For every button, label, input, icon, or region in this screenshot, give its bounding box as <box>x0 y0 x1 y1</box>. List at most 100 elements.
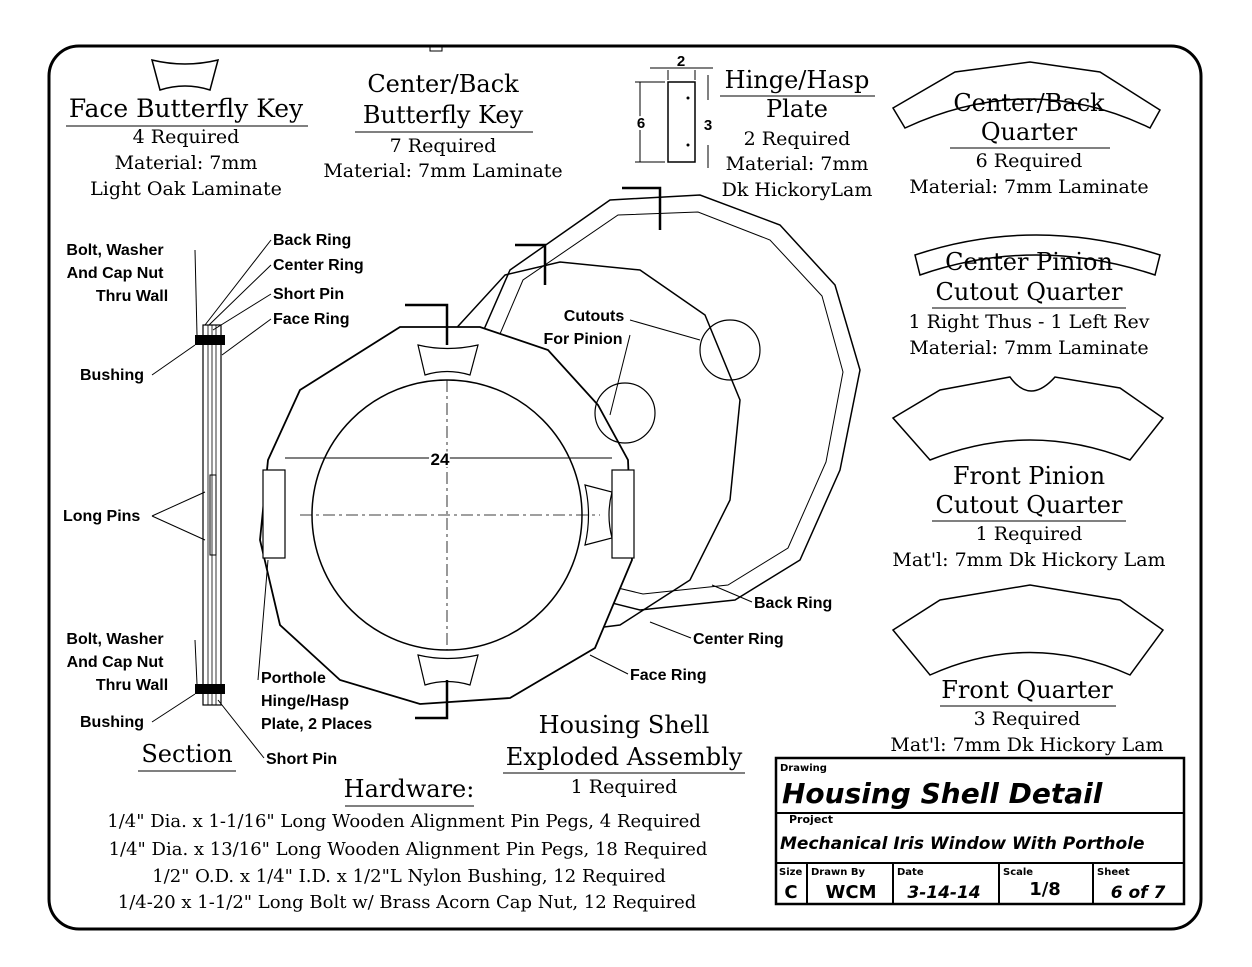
assembly-key-bottom <box>417 654 479 686</box>
hardware-title: Hardware: <box>344 775 475 803</box>
fpq-title: Front Pinion <box>953 462 1105 490</box>
face-butterfly-key: Face Butterfly Key 4 Required Material: … <box>66 58 308 200</box>
hinge-dim-height: 6 <box>637 115 645 132</box>
front-quarter: Front Quarter 3 Required Mat'l: 7mm Dk H… <box>890 584 1165 756</box>
fpq-material: Mat'l: 7mm Dk Hickory Lam <box>892 549 1165 571</box>
cpq-material: Material: 7mm Laminate <box>909 337 1148 359</box>
tb-size: C <box>784 882 797 903</box>
face-key-material: Material: 7mm <box>115 152 258 174</box>
center-key-material: Material: 7mm Laminate <box>323 160 562 182</box>
center-pinion-shape <box>914 234 1161 276</box>
tb-sheet-label: Sheet <box>1097 867 1130 878</box>
face-key-qty: 4 Required <box>133 126 240 148</box>
fpq-qty: 1 Required <box>976 523 1083 545</box>
center-key-title-2: Butterfly Key <box>363 101 524 129</box>
tb-scale-label: Scale <box>1003 867 1033 878</box>
front-pinion-shape <box>891 376 1165 461</box>
center-pinion-quarter: Center Pinion Cutout Quarter 1 Right Thu… <box>909 234 1161 359</box>
hinge-hasp-plate: 2 6 3 Hinge/Hasp Plate 2 Required Materi… <box>635 53 875 201</box>
tb-date-label: Date <box>897 867 924 878</box>
section-bolt-bottom-1: Bolt, Washer <box>66 631 163 648</box>
title-block: Drawing Housing Shell Detail Project Mec… <box>774 756 1186 906</box>
section-view: Bolt, Washer And Cap Nut Thru Wall Back … <box>63 232 364 772</box>
assembly-dimension: 24 <box>431 450 450 469</box>
hinge-dim-center: 3 <box>704 117 712 134</box>
top-bolt <box>195 335 225 345</box>
center-back-quarter: Center/Back Quarter 6 Required Material:… <box>891 61 1161 198</box>
assembly-porthole-1: Porthole <box>261 670 326 687</box>
exploded-assembly: 24 Cutouts For Pinion Back Ring Center R… <box>257 186 861 798</box>
tb-project-label: Project <box>789 813 833 826</box>
hinge-material-2: Dk HickoryLam <box>722 179 873 201</box>
section-title: Section <box>141 740 232 768</box>
hinge-plate-shape <box>667 81 696 163</box>
assembly-porthole-2: Hinge/Hasp <box>261 693 349 710</box>
face-key-shape <box>150 58 220 91</box>
fq-title: Front Quarter <box>941 676 1113 704</box>
fq-qty: 3 Required <box>974 708 1081 730</box>
section-bolt-top-3: Thru Wall <box>96 288 168 305</box>
tb-date: 3-14-14 <box>907 883 980 903</box>
assembly-hinge-left <box>262 469 286 559</box>
center-back-butterfly-key: Center/Back Butterfly Key 7 Required Mat… <box>323 46 563 182</box>
center-key-shape <box>429 46 443 52</box>
section-bushing-2: Bushing <box>80 714 144 731</box>
hardware-line-3: 1/2" O.D. x 1/4" I.D. x 1/2"L Nylon Bush… <box>152 866 666 887</box>
assembly-hinge-right <box>611 469 635 559</box>
hinge-qty: 2 Required <box>744 128 851 150</box>
center-back-quarter-shape <box>891 61 1161 129</box>
cbq-title: Center/Back <box>953 89 1105 117</box>
assembly-key-right <box>584 484 613 546</box>
section-face-ring: Face Ring <box>273 311 349 328</box>
pinion-cutout-back <box>699 319 761 381</box>
assembly-porthole-3: Plate, 2 Places <box>261 716 372 733</box>
face-ring-outer <box>259 326 633 705</box>
assembly-qty: 1 Required <box>571 776 678 798</box>
section-back-ring: Back Ring <box>273 232 351 249</box>
center-key-qty: 7 Required <box>390 135 497 157</box>
hardware-line-4: 1/4-20 x 1-1/2" Long Bolt w/ Brass Acorn… <box>118 892 697 913</box>
assembly-center-ring: Center Ring <box>693 631 784 648</box>
assembly-cutouts-2: For Pinion <box>543 331 622 348</box>
tb-drawn: WCM <box>826 882 877 903</box>
section-bolt-bottom-3: Thru Wall <box>96 677 168 694</box>
face-key-material-2: Light Oak Laminate <box>90 178 282 200</box>
assembly-title: Housing Shell <box>539 711 710 739</box>
cbq-qty: 6 Required <box>976 150 1083 172</box>
hardware-line-1: 1/4" Dia. x 1-1/16" Long Wooden Alignmen… <box>107 811 701 832</box>
section-bolt-bottom-2: And Cap Nut <box>67 654 165 671</box>
cbq-title-2: Quarter <box>981 118 1078 146</box>
sheet-border <box>47 44 1203 931</box>
tb-size-label: Size <box>779 867 802 878</box>
front-pinion-quarter: Front Pinion Cutout Quarter 1 Required M… <box>891 376 1166 571</box>
fq-material: Mat'l: 7mm Dk Hickory Lam <box>890 734 1163 756</box>
assembly-back-ring: Back Ring <box>754 595 832 612</box>
long-pin <box>209 474 217 556</box>
section-bolt-top-1: Bolt, Washer <box>66 242 163 259</box>
front-quarter-shape <box>891 584 1165 676</box>
cpq-qty: 1 Right Thus - 1 Left Rev <box>909 311 1150 333</box>
hardware-list: Hardware: 1/4" Dia. x 1-1/16" Long Woode… <box>107 775 707 913</box>
pinion-cutout-center <box>594 382 656 444</box>
assembly-face-ring: Face Ring <box>630 667 706 684</box>
cpq-title-2: Cutout Quarter <box>936 278 1123 306</box>
tb-project: Mechanical Iris Window With Porthole <box>780 834 1145 854</box>
assembly-title-2: Exploded Assembly <box>506 743 743 771</box>
center-key-title: Center/Back <box>367 70 519 98</box>
cbq-material: Material: 7mm Laminate <box>909 176 1148 198</box>
assembly-key-top <box>417 344 479 376</box>
bottom-bolt <box>195 684 225 694</box>
fpq-title-2: Cutout Quarter <box>936 491 1123 519</box>
tb-drawing-label: Drawing <box>780 763 827 774</box>
tb-drawing: Housing Shell Detail <box>782 777 1103 810</box>
hinge-dim-width: 2 <box>677 53 685 70</box>
section-bushing: Bushing <box>80 367 144 384</box>
tb-sheet: 6 of 7 <box>1111 883 1166 903</box>
tb-drawn-label: Drawn By <box>811 867 865 878</box>
hinge-title: Hinge/Hasp <box>725 66 870 94</box>
cpq-title: Center Pinion <box>945 248 1113 276</box>
section-long-pins: Long Pins <box>63 508 140 525</box>
section-short-pin: Short Pin <box>273 286 344 303</box>
section-short-pin-2: Short Pin <box>266 751 337 768</box>
